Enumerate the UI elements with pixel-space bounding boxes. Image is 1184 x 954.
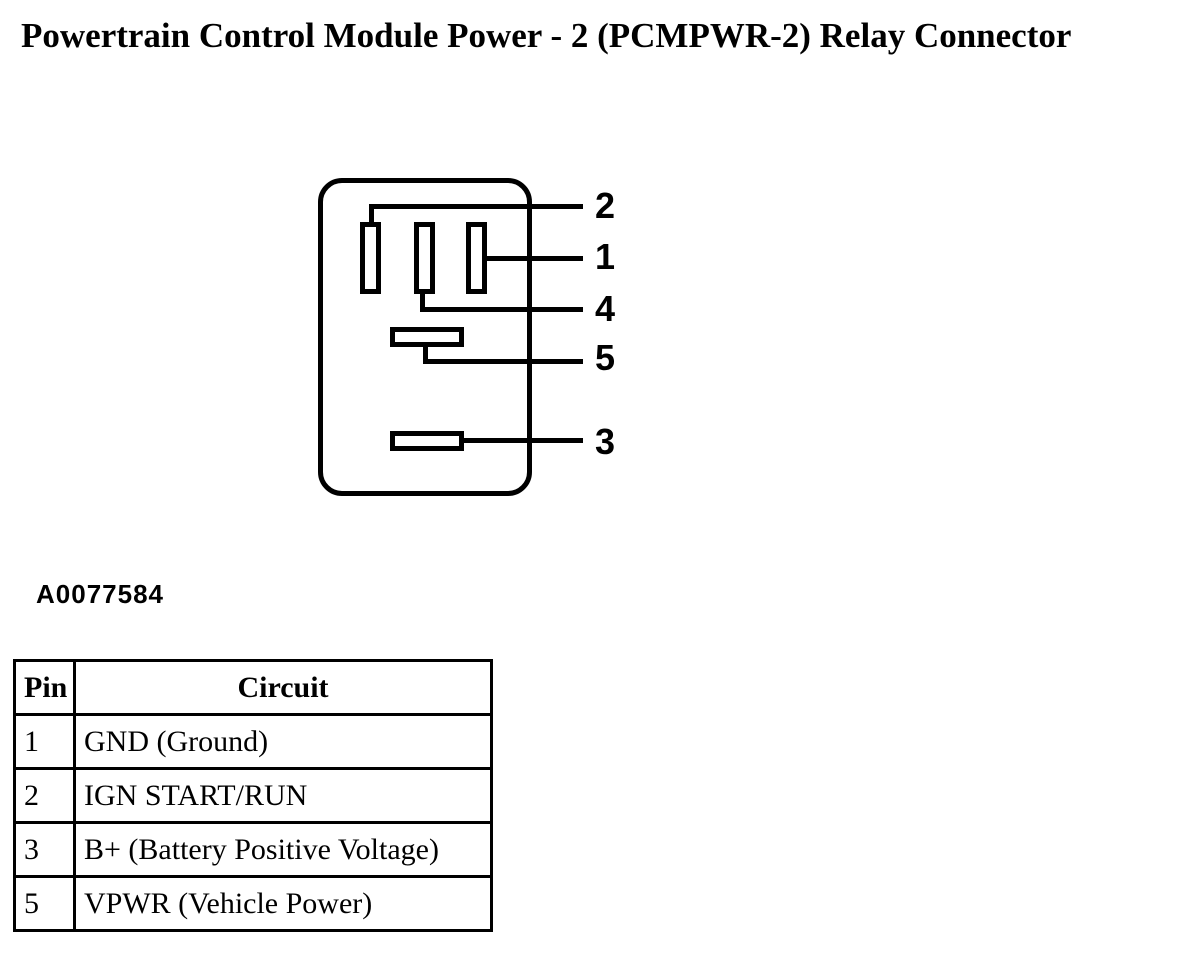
table-header-circuit: Circuit — [237, 670, 329, 704]
table-cell-pin: 2 — [16, 770, 76, 821]
table-row: 2 IGN START/RUN — [16, 770, 490, 824]
figure-id-label: A0077584 — [36, 579, 164, 609]
table-row: 1 GND (Ground) — [16, 716, 490, 770]
pin-cavity-1 — [466, 222, 487, 294]
table-cell-circuit: IGN START/RUN — [84, 778, 308, 812]
leader-line-3-horizontal — [460, 438, 583, 443]
leader-line-4-horizontal — [420, 307, 583, 312]
pin-cavity-3 — [390, 431, 464, 451]
table-cell-pin: 3 — [16, 824, 76, 875]
pin-number-label-1: 1 — [594, 236, 616, 277]
table-cell-circuit: B+ (Battery Positive Voltage) — [84, 832, 439, 866]
pin-cavity-4 — [414, 222, 435, 294]
table-header-pin: Pin — [16, 662, 76, 713]
table-header-row: Pin Circuit — [16, 662, 490, 716]
table-cell-circuit: VPWR (Vehicle Power) — [84, 886, 373, 920]
pin-cavity-2 — [360, 222, 381, 294]
leader-line-1-horizontal — [485, 256, 583, 261]
leader-line-5-vertical — [423, 345, 428, 364]
leader-line-4-vertical — [420, 292, 425, 312]
table-cell-pin: 5 — [16, 878, 76, 929]
pin-cavity-5 — [390, 327, 464, 347]
pin-circuit-table: Pin Circuit 1 GND (Ground) 2 IGN START/R… — [13, 659, 493, 932]
leader-line-2-horizontal — [369, 204, 583, 209]
table-row: 3 B+ (Battery Positive Voltage) — [16, 824, 490, 878]
leader-line-5-horizontal — [423, 359, 583, 364]
page-title: Powertrain Control Module Power - 2 (PCM… — [21, 16, 1072, 55]
leader-line-2-vertical — [369, 204, 374, 226]
pin-number-label-2: 2 — [594, 185, 616, 226]
pin-number-label-5: 5 — [594, 337, 616, 378]
pin-number-label-4: 4 — [594, 288, 616, 329]
table-cell-circuit: GND (Ground) — [84, 724, 269, 758]
table-row: 5 VPWR (Vehicle Power) — [16, 878, 490, 929]
table-cell-pin: 1 — [16, 716, 76, 767]
pin-number-label-3: 3 — [594, 421, 616, 462]
